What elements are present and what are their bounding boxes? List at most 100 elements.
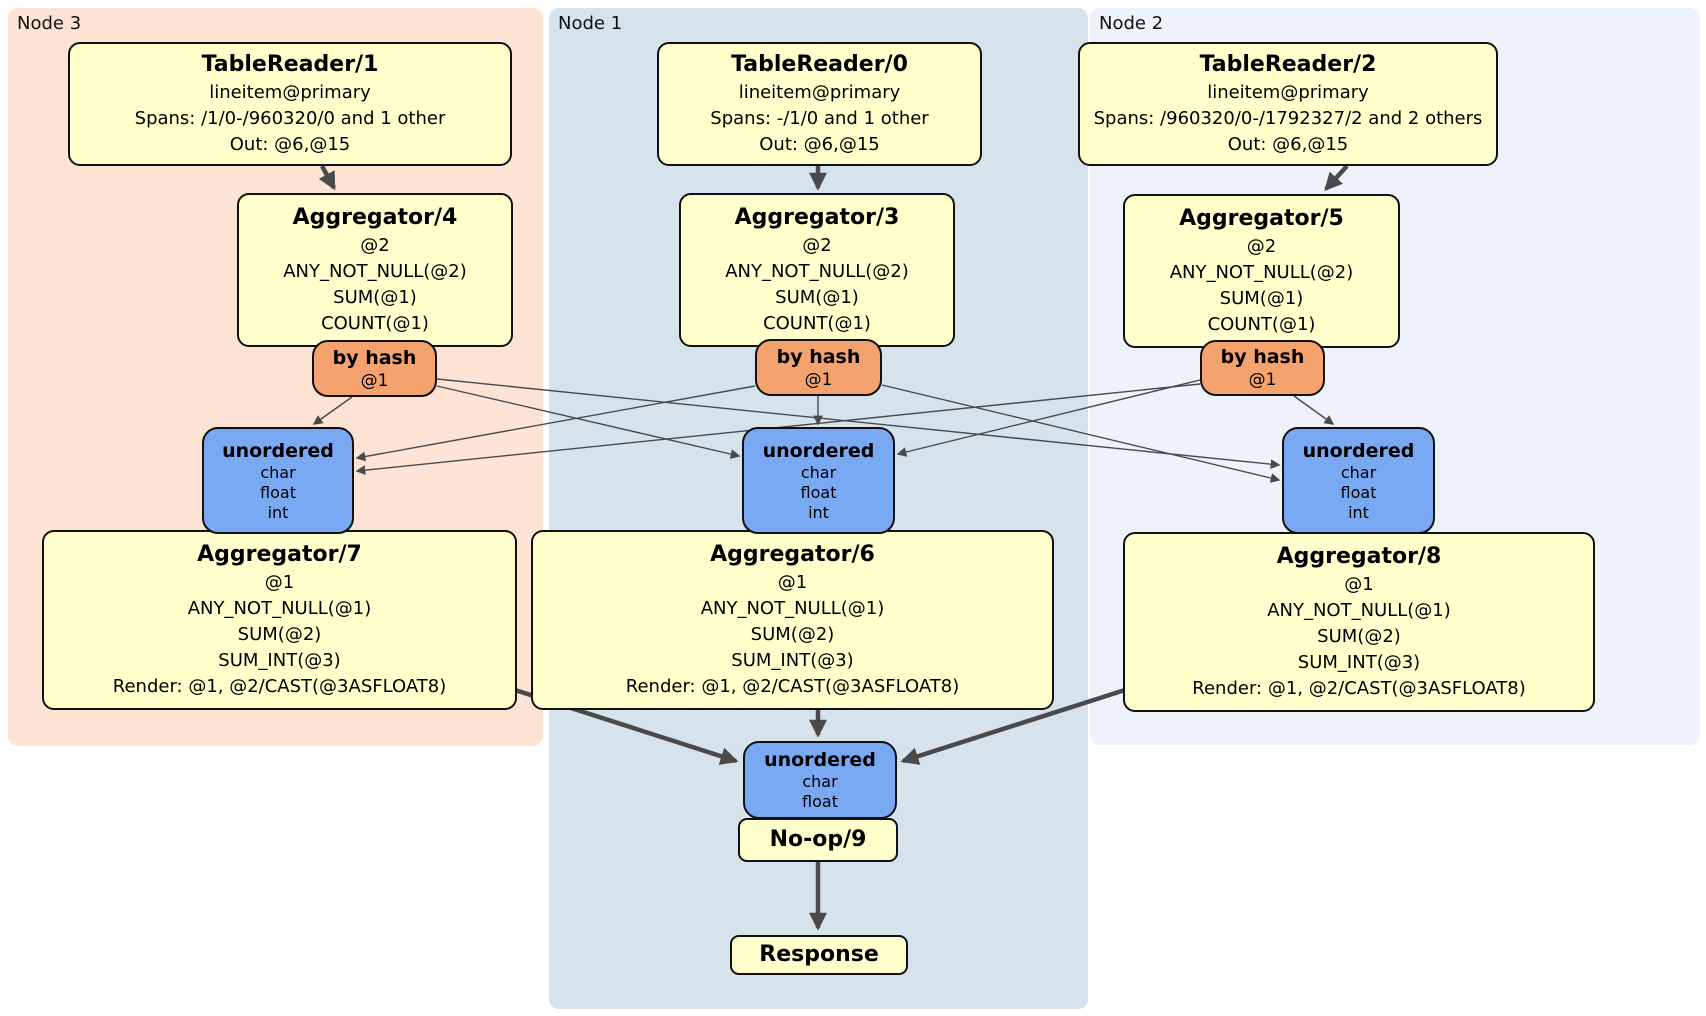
edge-r3-u1: [436, 385, 741, 459]
node-detail-line: @2: [360, 235, 390, 256]
node-detail-line: Render: @1, @2/CAST(@3ASFLOAT8): [1192, 678, 1526, 699]
sync-column: int: [1348, 502, 1369, 522]
sync-column: char: [802, 772, 838, 791]
unordered-sync-final: unordered char float: [743, 741, 897, 819]
node-detail-line: SUM(@1): [1219, 288, 1304, 309]
sync-column: char: [1340, 462, 1377, 482]
unordered-sync-node3: unordered char float int: [202, 427, 354, 534]
node-title: Response: [759, 942, 879, 967]
node-detail-line: Spans: /960320/0-/1792327/2 and 2 others: [1093, 108, 1483, 129]
node-detail-line: @1: [264, 572, 295, 593]
node-detail-line: COUNT(@1): [321, 313, 429, 334]
node-detail-line: ANY_NOT_NULL(@1): [700, 598, 885, 619]
tablereader-0-node: TableReader/0 lineitem@primary Spans: -/…: [657, 42, 982, 166]
router-key: @1: [1248, 370, 1277, 390]
node3-label: Node 3: [17, 13, 82, 34]
node-detail-line: SUM_INT(@3): [731, 650, 854, 671]
sync-column: char: [260, 462, 296, 482]
by-hash-router-node3: by hash @1: [312, 340, 437, 397]
node-title: Aggregator/7: [197, 542, 362, 567]
by-hash-router-node1: by hash @1: [755, 339, 882, 396]
node-detail-line: Render: @1, @2/CAST(@3ASFLOAT8): [625, 676, 960, 697]
node-title: Aggregator/6: [710, 542, 875, 567]
node-title: Aggregator/3: [734, 205, 900, 230]
edge-r1-u2: [881, 384, 1281, 483]
sync-column: float: [800, 482, 837, 502]
sync-title: unordered: [1302, 439, 1415, 462]
router-title: by hash: [1220, 346, 1305, 368]
sync-column: float: [1340, 482, 1377, 502]
sync-column: float: [260, 482, 296, 502]
node-detail-line: ANY_NOT_NULL(@1): [187, 598, 372, 619]
node-detail-line: Spans: /1/0-/960320/0 and 1 other: [134, 108, 446, 129]
node-detail-line: Spans: -/1/0 and 1 other: [710, 108, 929, 129]
sync-title: unordered: [762, 439, 875, 462]
node-detail-line: ANY_NOT_NULL(@2): [283, 261, 467, 282]
router-key: @1: [804, 369, 833, 390]
node-title: Aggregator/8: [1276, 544, 1442, 569]
unordered-sync-node2: unordered char float int: [1282, 427, 1435, 534]
node-title: No-op/9: [769, 827, 867, 852]
node-detail-line: SUM_INT(@3): [218, 650, 341, 671]
sync-column: int: [267, 502, 289, 522]
node-detail-line: COUNT(@1): [1207, 314, 1316, 335]
node-detail-line: SUM_INT(@3): [1297, 652, 1421, 673]
edge-r2-u2: [1293, 395, 1335, 425]
sync-column: int: [808, 502, 829, 522]
edge-tr1-agg4: [318, 164, 336, 191]
node-detail-line: SUM(@2): [237, 624, 322, 645]
node-detail-line: SUM(@2): [1317, 626, 1401, 647]
node-detail-line: Render: @1, @2/CAST(@3ASFLOAT8): [112, 676, 447, 697]
node-title: TableReader/0: [731, 52, 908, 77]
edge-agg8-sync-final: [900, 687, 1126, 765]
response-node: Response: [730, 935, 908, 975]
node-detail-line: @2: [802, 235, 832, 256]
aggregator-5-node: Aggregator/5 @2 ANY_NOT_NULL(@2) SUM(@1)…: [1123, 194, 1400, 348]
node-detail-line: @1: [1344, 574, 1374, 595]
node-detail-line: SUM(@2): [750, 624, 835, 645]
node-detail-line: lineitem@primary: [209, 82, 371, 103]
aggregator-7-node: Aggregator/7 @1 ANY_NOT_NULL(@1) SUM(@2)…: [42, 530, 517, 710]
edge-tr2-agg5: [1324, 164, 1349, 191]
node-detail-line: ANY_NOT_NULL(@2): [725, 261, 909, 282]
sync-title: unordered: [222, 439, 334, 462]
node-detail-line: Out: @6,@15: [759, 134, 880, 155]
node-title: TableReader/1: [201, 52, 379, 77]
aggregator-6-node: Aggregator/6 @1 ANY_NOT_NULL(@1) SUM(@2)…: [531, 530, 1054, 710]
router-title: by hash: [332, 346, 417, 369]
edge-r1-u3: [355, 385, 756, 462]
node-detail-line: lineitem@primary: [1207, 82, 1369, 103]
node-title: Aggregator/4: [292, 205, 458, 230]
node1-label: Node 1: [558, 13, 623, 34]
by-hash-router-node2: by hash @1: [1200, 340, 1325, 396]
aggregator-3-node: Aggregator/3 @2 ANY_NOT_NULL(@2) SUM(@1)…: [679, 193, 955, 347]
router-key: @1: [360, 370, 389, 391]
node-title: TableReader/2: [1199, 52, 1377, 77]
unordered-sync-node1: unordered char float int: [742, 427, 895, 534]
node-detail-line: Out: @6,@15: [1227, 134, 1349, 155]
node-detail-line: ANY_NOT_NULL(@2): [1169, 262, 1354, 283]
sync-column: float: [802, 792, 838, 811]
node-detail-line: lineitem@primary: [738, 82, 901, 103]
aggregator-8-node: Aggregator/8 @1 ANY_NOT_NULL(@1) SUM(@2)…: [1123, 532, 1595, 712]
edge-r2-u1: [896, 379, 1201, 457]
edge-r3-u3: [312, 396, 353, 425]
node-detail-line: COUNT(@1): [763, 313, 871, 334]
node-detail-line: ANY_NOT_NULL(@1): [1267, 600, 1451, 621]
noop-node: No-op/9: [738, 818, 898, 862]
node-detail-line: SUM(@1): [333, 287, 417, 308]
node-detail-line: Out: @6,@15: [229, 134, 351, 155]
node-detail-line: @1: [777, 572, 808, 593]
router-title: by hash: [776, 345, 861, 368]
aggregator-4-node: Aggregator/4 @2 ANY_NOT_NULL(@2) SUM(@1)…: [237, 193, 513, 347]
tablereader-1-node: TableReader/1 lineitem@primary Spans: /1…: [68, 42, 512, 166]
node-title: Aggregator/5: [1179, 206, 1344, 231]
node2-label: Node 2: [1099, 13, 1164, 34]
edge-r3-u2: [436, 378, 1281, 470]
sync-title: unordered: [764, 749, 876, 771]
tablereader-2-node: TableReader/2 lineitem@primary Spans: /9…: [1078, 42, 1498, 166]
node-detail-line: @2: [1246, 236, 1277, 257]
sync-column: char: [800, 462, 837, 482]
